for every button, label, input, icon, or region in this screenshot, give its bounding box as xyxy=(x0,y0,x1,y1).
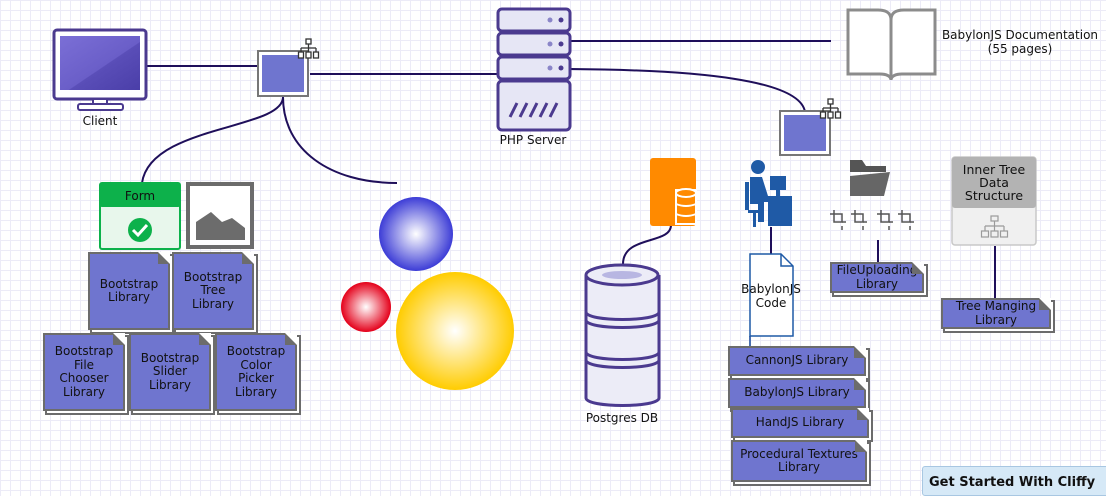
network-node-icon-2 xyxy=(779,98,842,156)
get-started-button[interactable]: Get Started With Cliffy xyxy=(922,466,1106,496)
handjs-library-node: HandJS Library xyxy=(731,408,869,438)
doc-pages-label: (55 pages) xyxy=(987,42,1053,56)
inner-tree-label: Inner Tree Data Structure xyxy=(962,162,1026,203)
bootstrap-library-node: Bootstrap Library xyxy=(88,252,170,330)
bootstrap-tree-library-node: Bootstrap Tree Library xyxy=(172,252,254,330)
bootstrap-file-chooser-library-node: Bootstrap File Chooser Library xyxy=(43,333,125,411)
diagram-canvas xyxy=(52,7,1037,407)
cannonjs-library-node: CannonJS Library xyxy=(728,346,866,376)
bootstrap-color-picker-library-node: Bootstrap Color Picker Library xyxy=(215,333,297,411)
tree-managing-library-node: Tree Manging Library xyxy=(941,298,1051,329)
image-icon xyxy=(186,182,254,249)
bootstrap-slider-library-node: Bootstrap Slider Library xyxy=(129,333,211,411)
form-label: Form xyxy=(124,189,156,203)
file-uploading-library-node: FileUploading Library xyxy=(830,262,924,293)
folder-icon xyxy=(850,160,890,196)
code-document-icon xyxy=(749,253,794,337)
server-icon xyxy=(496,7,572,132)
connector-switch-form xyxy=(141,96,284,184)
book-icon xyxy=(846,8,937,81)
database-icon xyxy=(584,263,661,407)
storage-icon xyxy=(650,158,697,226)
babylon-code-label: BabylonJS Code xyxy=(741,282,801,310)
connector-server-switch2 xyxy=(569,68,806,113)
procedural-textures-library-node: Procedural Textures Library xyxy=(731,440,867,482)
doc-title-label: BabylonJS Documentation xyxy=(941,28,1099,42)
php-server-label: PHP Server xyxy=(499,133,567,147)
babylonjs-library-node: BabylonJS Library xyxy=(728,378,866,408)
inner-tree-icon xyxy=(951,156,1037,246)
network-node-icon xyxy=(257,38,320,97)
crop-icons xyxy=(830,210,914,230)
connector-switch-scene xyxy=(282,96,398,184)
monitor-icon xyxy=(52,28,148,111)
client-label: Client xyxy=(82,114,118,128)
blue-sphere xyxy=(379,197,453,271)
connector-orange-postgres xyxy=(622,224,672,265)
user-at-desk-icon xyxy=(745,160,792,227)
form-icon xyxy=(99,182,181,250)
yellow-sphere xyxy=(396,272,514,390)
postgres-label: Postgres DB xyxy=(585,411,659,425)
connectors xyxy=(141,40,996,346)
red-sphere xyxy=(341,282,391,332)
